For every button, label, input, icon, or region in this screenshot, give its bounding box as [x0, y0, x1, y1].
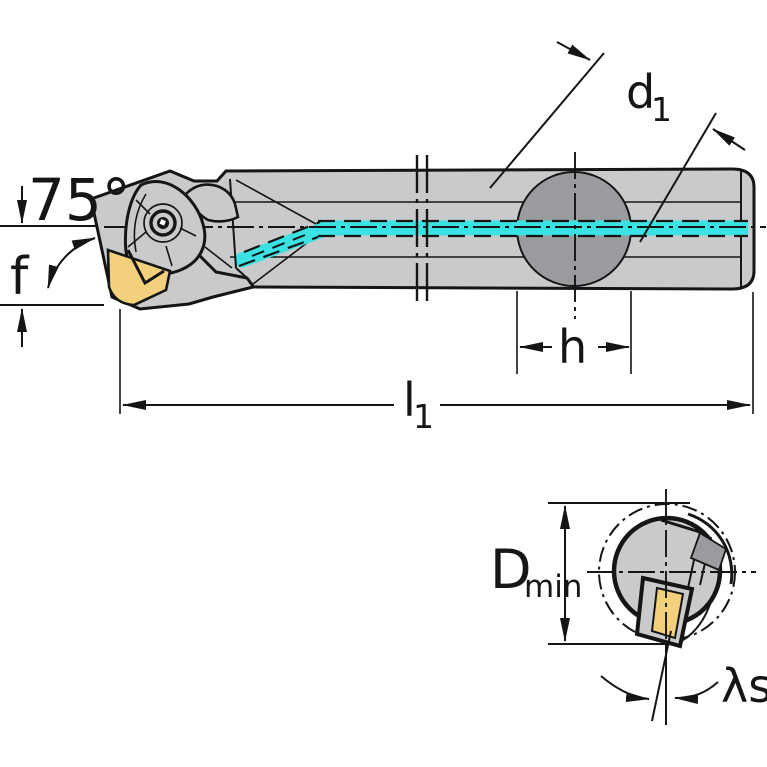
dimension-lambda-s: λs	[600, 630, 767, 725]
label-h: h	[558, 320, 587, 374]
label-f: f	[10, 247, 30, 307]
label-l1: l	[403, 373, 416, 427]
main-side-view	[89, 152, 766, 319]
insert	[106, 248, 172, 307]
end-view-clamp-arc	[687, 512, 734, 585]
clamp-nose	[126, 249, 165, 286]
dimension-lead-angle: 75°	[28, 166, 131, 289]
end-view-wedge	[689, 531, 728, 572]
end-view-clamp-detail	[660, 518, 728, 643]
dimension-l1: l 1	[119, 292, 754, 436]
clamp-screw	[143, 203, 183, 243]
coolant-channel	[234, 219, 748, 268]
end-view	[587, 489, 756, 649]
label-l1-sub: 1	[413, 397, 434, 436]
label-d1: d	[626, 65, 655, 119]
label-dmin-sub: min	[524, 569, 582, 605]
label-d1-sub: 1	[651, 90, 672, 129]
label-lead-angle: 75°	[28, 166, 131, 234]
label-lambda-s: λs	[721, 659, 767, 713]
label-dmin: D	[490, 538, 532, 601]
dimension-d1: d 1	[489, 41, 746, 243]
dimension-f: f	[0, 186, 104, 347]
dimension-dmin: D min	[490, 502, 690, 645]
end-view-insert	[650, 586, 685, 640]
break-marks	[415, 155, 429, 303]
dimension-h: h	[516, 291, 632, 374]
